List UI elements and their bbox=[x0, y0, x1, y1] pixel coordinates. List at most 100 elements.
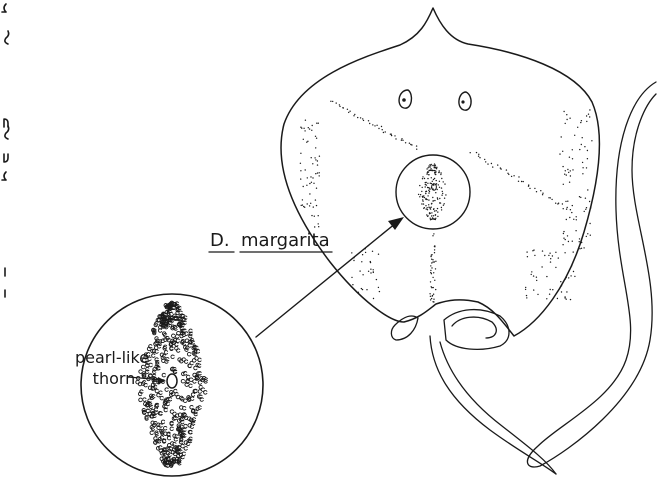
stipple-dot bbox=[339, 104, 340, 105]
stipple-dot bbox=[573, 271, 574, 272]
stipple-dot bbox=[586, 167, 587, 168]
stipple-dot bbox=[362, 289, 363, 290]
stipple-dot bbox=[391, 135, 392, 136]
stipple-dot bbox=[385, 131, 386, 132]
stipple-dot bbox=[546, 276, 547, 277]
stipple-dot bbox=[586, 115, 587, 116]
stipple-dot bbox=[561, 285, 562, 286]
denticle bbox=[175, 335, 178, 339]
denticle-dot bbox=[439, 202, 440, 203]
stipple-dot bbox=[315, 136, 316, 137]
stipple-dot bbox=[301, 128, 302, 129]
denticle-dot bbox=[432, 217, 433, 218]
stipple-dot bbox=[573, 251, 574, 252]
stipple-dot bbox=[317, 164, 318, 165]
stipple-dot bbox=[302, 204, 303, 205]
stipple-dot bbox=[401, 138, 402, 139]
denticle-dot bbox=[432, 188, 433, 189]
denticle-dot bbox=[424, 197, 425, 198]
stipple-dot bbox=[570, 299, 571, 300]
stipple-dot bbox=[430, 265, 431, 266]
denticle-dot bbox=[428, 171, 429, 172]
stipple-dot bbox=[562, 244, 563, 245]
stipple-dot bbox=[349, 111, 350, 112]
denticle bbox=[150, 431, 153, 435]
stipple-dot bbox=[534, 188, 535, 189]
stipple-dot bbox=[507, 173, 508, 174]
stipple-dot bbox=[567, 201, 568, 202]
body-patch-denticles bbox=[418, 163, 447, 220]
stipple-dot bbox=[550, 289, 551, 290]
stipple-dot bbox=[476, 152, 477, 153]
stipple-dot bbox=[525, 289, 526, 290]
denticle-dot bbox=[427, 195, 428, 196]
stipple-dot bbox=[513, 175, 514, 176]
stipple-dot bbox=[313, 183, 314, 184]
stipple-dot bbox=[379, 291, 380, 292]
magnified-thorn bbox=[167, 374, 177, 388]
stipple-dot bbox=[579, 196, 580, 197]
stipple-dot bbox=[526, 297, 527, 298]
stipple-dot bbox=[581, 144, 582, 145]
stipple-dot bbox=[536, 277, 537, 278]
stipple-dot bbox=[315, 147, 316, 148]
stipple-dot bbox=[563, 111, 564, 112]
stipple-dot bbox=[572, 205, 573, 206]
denticle bbox=[198, 381, 201, 385]
stipple-dot bbox=[492, 166, 493, 167]
stipple-dot bbox=[589, 201, 590, 202]
denticle-dot bbox=[426, 184, 427, 185]
stipple-dot bbox=[485, 161, 486, 162]
stipple-dot bbox=[487, 163, 488, 164]
stipple-dot bbox=[531, 271, 532, 272]
denticle-dot bbox=[437, 189, 438, 190]
stipple-dot bbox=[304, 207, 305, 208]
stipple-dot bbox=[581, 120, 582, 121]
stipple-dot bbox=[550, 261, 551, 262]
denticle bbox=[154, 346, 157, 350]
stipple-dot bbox=[416, 145, 417, 146]
stipple-dot bbox=[362, 254, 363, 255]
stipple-dot bbox=[372, 251, 373, 252]
stipple-dot bbox=[570, 170, 571, 171]
stipple-dot bbox=[566, 299, 567, 300]
stipple-dot bbox=[567, 169, 568, 170]
denticle-dot bbox=[429, 191, 430, 192]
stipple-dot bbox=[369, 123, 370, 124]
stipple-dot bbox=[378, 287, 379, 288]
stipple-dot bbox=[431, 298, 432, 299]
denticle bbox=[161, 420, 164, 424]
stipple-dot bbox=[319, 172, 320, 173]
denticle bbox=[145, 370, 148, 374]
denticle-dot bbox=[432, 197, 433, 198]
stipple-dot bbox=[362, 118, 363, 119]
denticle-dot bbox=[426, 199, 427, 200]
stipple-dot bbox=[376, 125, 377, 126]
stipple-dot bbox=[564, 279, 565, 280]
stipple-dot bbox=[363, 120, 364, 121]
stipple-dot bbox=[491, 163, 492, 164]
stipple-dot bbox=[332, 101, 333, 102]
stipple-dot bbox=[352, 284, 353, 285]
stipple-dot bbox=[549, 294, 550, 295]
stipple-dot bbox=[416, 149, 417, 150]
stipple-dot bbox=[526, 295, 527, 296]
cropped-margin-text bbox=[2, 4, 9, 297]
denticle-dot bbox=[437, 208, 438, 209]
denticle bbox=[181, 444, 184, 448]
stipple-dot bbox=[339, 106, 340, 107]
denticle-dot bbox=[435, 219, 436, 220]
stipple-dot bbox=[303, 128, 304, 129]
stipple-dot bbox=[315, 173, 316, 174]
stipple-dot bbox=[301, 205, 302, 206]
stipple-dot bbox=[353, 115, 354, 116]
stipple-dot bbox=[360, 117, 361, 118]
stipple-dot bbox=[409, 143, 410, 144]
denticle-dot bbox=[432, 170, 433, 171]
stipple-dot bbox=[317, 160, 318, 161]
stipple-dot bbox=[575, 230, 576, 231]
stipple-dot bbox=[537, 294, 538, 295]
stipple-dot bbox=[313, 206, 314, 207]
stipple-dot bbox=[497, 164, 498, 165]
stipple-dot bbox=[542, 194, 543, 195]
